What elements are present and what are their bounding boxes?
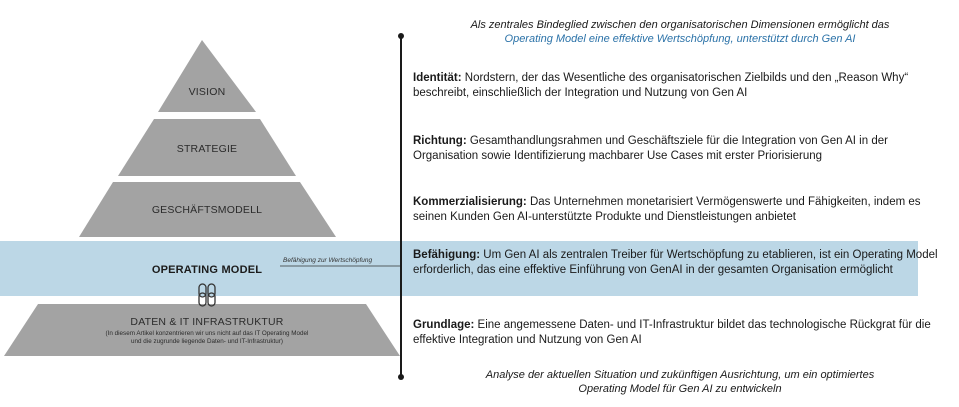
header-text: Als zentrales Bindeglied zwischen den or…: [415, 18, 945, 46]
footer-line2: Operating Model für Gen AI zu entwickeln: [578, 383, 782, 395]
description-vision: Identität: Nordstern, der das Wesentlich…: [413, 71, 948, 101]
tier-label-operating-model: OPERATING MODEL: [151, 264, 263, 276]
footer-text: Analyse der aktuellen Situation und zukü…: [415, 368, 945, 396]
tier-label-daten-it: DATEN & IT INFRASTRUKTUR: [130, 316, 284, 328]
connector-label: Befähigung zur Wertschöpfung: [283, 257, 373, 264]
vertical-axis: [400, 36, 402, 378]
tier-label-geschaeftsmodell: GESCHÄFTSMODELL: [151, 204, 263, 216]
description-key: Richtung:: [413, 135, 467, 147]
description-geschaeftsmodell: Kommerzialisierung: Das Unternehmen mone…: [413, 195, 948, 225]
description-key: Grundlage:: [413, 319, 475, 331]
description-text: Um Gen AI als zentralen Treiber für Wert…: [413, 249, 938, 276]
chain-link-icon: [198, 283, 216, 307]
tier-note-line2: und die zugrunde liegende Daten- und IT-…: [131, 338, 283, 345]
description-operating-model: Befähigung: Um Gen AI als zentralen Trei…: [413, 248, 948, 278]
description-text: Nordstern, der das Wesentliche des organ…: [413, 72, 909, 99]
footer-line1: Analyse der aktuellen Situation und zukü…: [485, 369, 875, 381]
description-daten-it: Grundlage: Eine angemessene Daten- und I…: [413, 318, 948, 348]
axis-bottom-dot: [398, 374, 404, 380]
tier-vision: [158, 40, 256, 112]
description-key: Befähigung:: [413, 249, 481, 261]
tier-label-vision: VISION: [188, 86, 226, 98]
description-key: Kommerzialisierung:: [413, 196, 527, 208]
tier-geschaeftsmodell: [79, 182, 336, 237]
operating-model-highlight: [0, 241, 918, 296]
description-text: Eine angemessene Daten- und IT-Infrastru…: [413, 319, 931, 346]
tier-note-line1: (In diesem Artikel konzentrieren wir uns…: [105, 330, 309, 337]
tier-label-strategie: STRATEGIE: [176, 143, 238, 155]
tier-daten-it: [4, 304, 400, 356]
axis-top-dot: [398, 33, 404, 39]
description-key: Identität:: [413, 72, 462, 84]
description-strategie: Richtung: Gesamthandlungsrahmen und Gesc…: [413, 134, 948, 164]
pyramid: [4, 40, 400, 356]
tier-strategie: [118, 119, 296, 176]
header-line2: Operating Model eine effektive Wertschöp…: [504, 33, 856, 45]
description-text: Das Unternehmen monetarisiert Vermögensw…: [413, 196, 921, 223]
header-line1: Als zentrales Bindeglied zwischen den or…: [470, 19, 890, 31]
description-text: Gesamthandlungsrahmen und Geschäftsziele…: [413, 135, 888, 162]
